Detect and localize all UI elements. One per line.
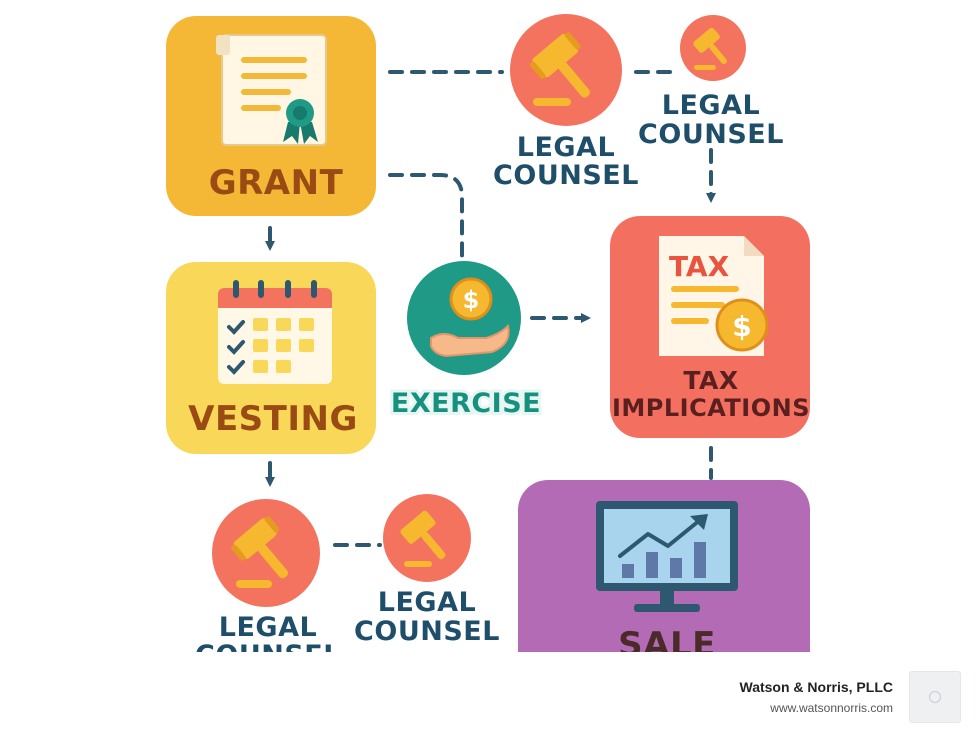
legal-counsel-bottom-1-line2: COUNSEL [195, 640, 341, 652]
gavel-icon [693, 27, 727, 70]
legal-counsel-bottom-1-line1: LEGAL [219, 612, 317, 643]
monitor-chart-icon [596, 501, 738, 612]
legal-counsel-top-2-line2: COUNSEL [638, 119, 784, 150]
gavel-icon [529, 32, 591, 106]
gavel-icon [231, 516, 289, 588]
sale-node: SALE [518, 480, 810, 652]
company-name: Watson & Norris, PLLC [739, 679, 894, 695]
grant-label: GRANT [209, 163, 344, 203]
gavel-icon [400, 510, 446, 567]
legal-counsel-bottom-1: LEGAL COUNSEL [192, 499, 343, 652]
connector-grant-exercise [388, 173, 464, 264]
coin-symbol: $ [463, 286, 480, 314]
tax-implications-node: TAX $ TAX IMPLICATIONS [610, 216, 810, 438]
diagram-canvas: GRANT LEGAL COUNSEL LEGAL COUNSEL [166, 14, 810, 652]
exercise-label: EXERCISE [391, 388, 541, 419]
footer: Watson & Norris, PLLC www.watsonnorris.c… [0, 652, 980, 736]
vesting-label: VESTING [188, 399, 358, 439]
connectors [265, 70, 716, 547]
legal-counsel-bottom-2: LEGAL COUNSEL [351, 494, 502, 650]
recaptcha-icon [929, 691, 941, 703]
coin-hand-icon: $ [430, 277, 510, 358]
grant-node: GRANT [166, 16, 376, 216]
legal-counsel-bottom-2-line1: LEGAL [378, 587, 476, 618]
calendar-icon [218, 280, 332, 384]
tax-coin-symbol: $ [732, 310, 751, 343]
tax-label-line1: TAX [683, 366, 738, 395]
sale-label: SALE [618, 625, 716, 652]
legal-counsel-bottom-2-line2: COUNSEL [354, 616, 500, 647]
legal-counsel-top-1-line2: COUNSEL [493, 160, 639, 191]
legal-counsel-top-2: LEGAL COUNSEL [635, 15, 786, 153]
stock-option-diagram: GRANT LEGAL COUNSEL LEGAL COUNSEL [166, 14, 810, 652]
exercise-node: $ EXERCISE [388, 261, 544, 422]
tax-label-line2: IMPLICATIONS [612, 394, 810, 422]
legal-counsel-top-1-line1: LEGAL [517, 132, 615, 163]
legal-counsel-top-2-line1: LEGAL [662, 90, 760, 121]
company-website[interactable]: www.watsonnorris.com [770, 701, 893, 715]
tax-document-icon: TAX $ [659, 236, 769, 356]
legal-counsel-top-1: LEGAL COUNSEL [490, 14, 641, 194]
recaptcha-badge[interactable] [909, 671, 961, 723]
vesting-node: VESTING [166, 262, 376, 454]
tax-document-word: TAX [669, 250, 730, 283]
certificate-icon [216, 34, 327, 146]
